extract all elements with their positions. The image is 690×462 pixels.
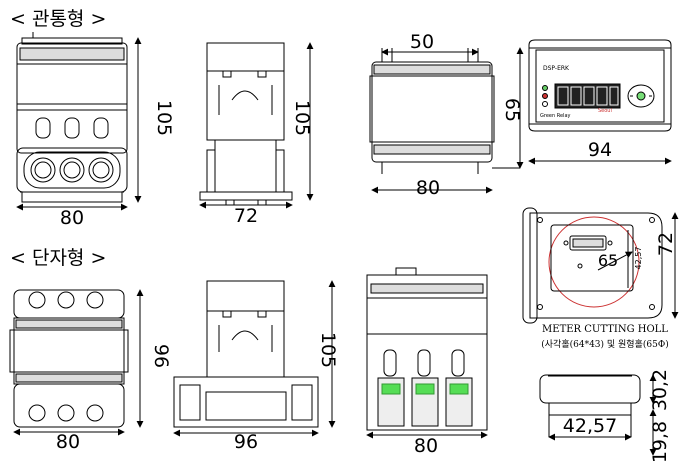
dim-t3-top: 50 [410, 31, 434, 53]
cutting-hole-caption: METER CUTTING HOLL (사각홀(64*43) 및 원형홀(65Φ… [520, 324, 690, 350]
dim-side-width: 42,57 [563, 415, 617, 437]
heading-terminal-type: < 단자형 > [10, 247, 107, 269]
dim-cut-inner: 42,57 [634, 247, 643, 270]
dim-b3-width: 80 [414, 435, 438, 457]
dim-t2-width: 72 [234, 205, 258, 227]
dim-t3-width: 80 [416, 177, 440, 199]
display-panel-view [528, 39, 672, 132]
dim-b1-width: 80 [56, 431, 80, 453]
panel-cutout-view [522, 207, 663, 324]
front-view-through-type [16, 32, 128, 203]
top-view-terminal-type [366, 267, 488, 431]
caption-line-1: METER CUTTING HOLL [542, 324, 668, 335]
dim-b1-height: 96 [150, 344, 172, 368]
dim-b2-height: 105 [317, 332, 339, 368]
heading-through-type: < 관통형 > [10, 8, 107, 30]
panel-side-view [539, 374, 641, 437]
seven-segment-display [554, 83, 621, 109]
caption-line-2: (사각홀(64*43) 및 원형홀(65Φ) [541, 340, 669, 350]
rail-view-through-type [369, 48, 520, 174]
dim-cut-height: 72 [655, 232, 677, 256]
front-view-terminal-type [9, 289, 129, 428]
dim-side-height-2: 19,8 [649, 421, 671, 462]
side-view-terminal-type [173, 280, 319, 428]
dim-cut-diameter: 65 [598, 251, 618, 270]
navigation-keypad [627, 84, 655, 108]
dim-t1-width: 80 [60, 207, 84, 229]
dim-t2-height: 105 [291, 100, 313, 136]
panel-model-label: DSP-ERK [543, 65, 570, 72]
status-leds [542, 85, 548, 107]
ct-posts [35, 117, 109, 139]
side-view-through-type [199, 42, 293, 206]
panel-brand-label: Seoul [598, 108, 612, 114]
dim-side-height-1: 30,2 [649, 369, 671, 411]
dimension-lines [13, 37, 679, 456]
dim-b2-width: 96 [234, 431, 258, 453]
terminal-row-top [19, 47, 125, 61]
dim-t4-width: 94 [588, 139, 612, 161]
panel-sub-label: Green Relay [540, 113, 571, 119]
dim-t1-height: 105 [153, 100, 175, 136]
dim-t3-height: 65 [501, 98, 523, 122]
